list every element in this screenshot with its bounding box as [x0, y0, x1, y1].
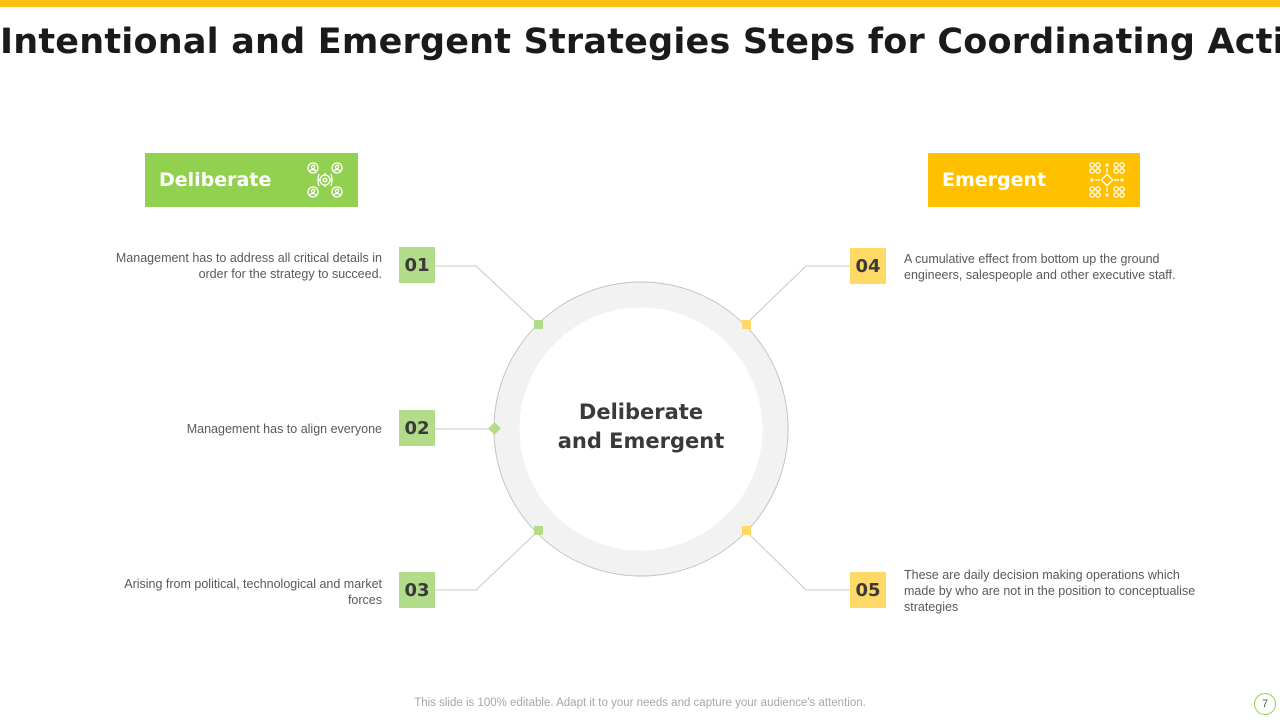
- center-label-line1: Deliberate: [578, 400, 704, 424]
- step-05-badge: 05: [850, 572, 886, 608]
- connector-03: [434, 530, 539, 591]
- footer-note: This slide is 100% editable. Adapt it to…: [414, 697, 866, 709]
- step-01-badge: 01: [399, 247, 435, 283]
- emergent-category-box: Emergent: [928, 153, 1140, 207]
- step-05-text: These are daily decision making operatio…: [904, 568, 1196, 614]
- center-label-line2: and Emergent: [557, 429, 725, 453]
- deliberate-label: Deliberate: [159, 169, 272, 191]
- center-ring: [494, 282, 788, 576]
- page-number: 7: [1254, 693, 1276, 715]
- emergent-label: Emergent: [942, 169, 1047, 191]
- deliberate-category-box: Deliberate: [145, 153, 358, 207]
- center-label: Deliberate and Emergent: [541, 398, 741, 456]
- top-accent-bar: [0, 0, 1280, 7]
- step-03-text: Arising from political, technological an…: [124, 577, 382, 607]
- marker-02: [488, 422, 501, 435]
- step-01-text: Management has to address all critical d…: [115, 251, 382, 281]
- marker-04: [742, 320, 751, 329]
- marker-03: [534, 526, 543, 535]
- marker-05: [742, 526, 751, 535]
- team-gear-icon: [307, 162, 343, 198]
- network-pattern-icon: [1089, 162, 1125, 198]
- slide-title: Intentional and Emergent Strategies Step…: [0, 22, 1280, 62]
- step-04-text: A cumulative effect from bottom up the g…: [904, 252, 1176, 282]
- connector-01: [434, 265, 539, 325]
- connector-04: [745, 265, 850, 325]
- step-02-text: Management has to align everyone: [186, 422, 382, 436]
- marker-01: [534, 320, 543, 329]
- step-03-badge: 03: [399, 572, 435, 608]
- step-02-badge: 02: [399, 410, 435, 446]
- connector-05: [745, 530, 850, 591]
- step-04-badge: 04: [850, 248, 886, 284]
